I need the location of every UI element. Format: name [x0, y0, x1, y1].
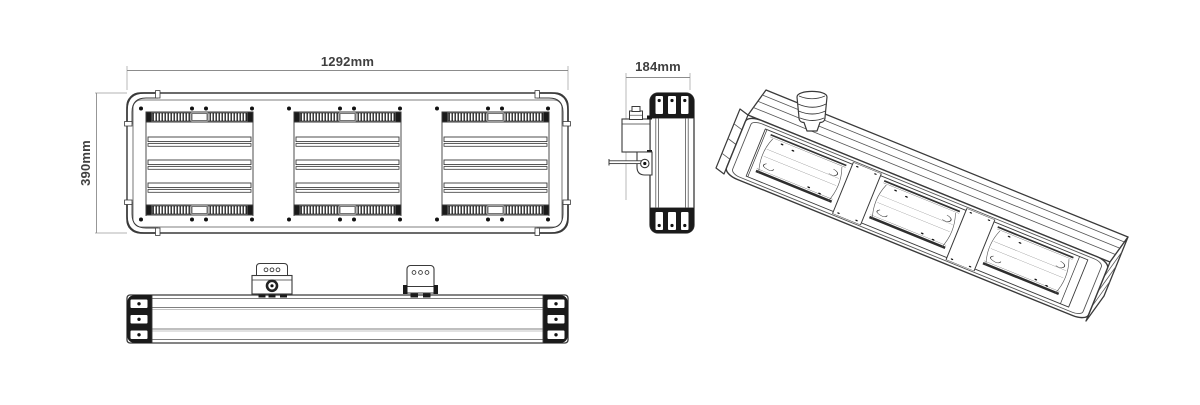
- housing-inner-frame: [132, 99, 563, 228]
- mounting-rod: [608, 160, 646, 165]
- dimension-width: 1292mm: [126, 54, 569, 90]
- mounting-bracket-side: [608, 151, 653, 176]
- dimension-height-label: 390mm: [78, 140, 93, 186]
- junction-box-front: [251, 263, 293, 298]
- end-cap: [542, 294, 569, 344]
- dimension-height: 390mm: [78, 92, 127, 234]
- iso-cable-gland: [796, 90, 828, 132]
- end-cap: [126, 294, 153, 344]
- dimension-width-label: 1292mm: [321, 54, 374, 69]
- end-cap: [650, 208, 694, 233]
- side-view: 184mm: [608, 59, 695, 234]
- iso-bottom-face: [724, 115, 1110, 321]
- top-view: 1292mm 390mm: [78, 54, 572, 237]
- front-body: [126, 294, 569, 344]
- end-cap: [650, 93, 694, 118]
- dimension-depth-label: 184mm: [635, 59, 681, 74]
- dimension-depth: 184mm: [625, 59, 691, 200]
- front-view: [126, 263, 569, 344]
- mounting-bracket-front: [403, 264, 438, 298]
- junction-box-side: [621, 106, 652, 154]
- isometric-view: [715, 89, 1129, 322]
